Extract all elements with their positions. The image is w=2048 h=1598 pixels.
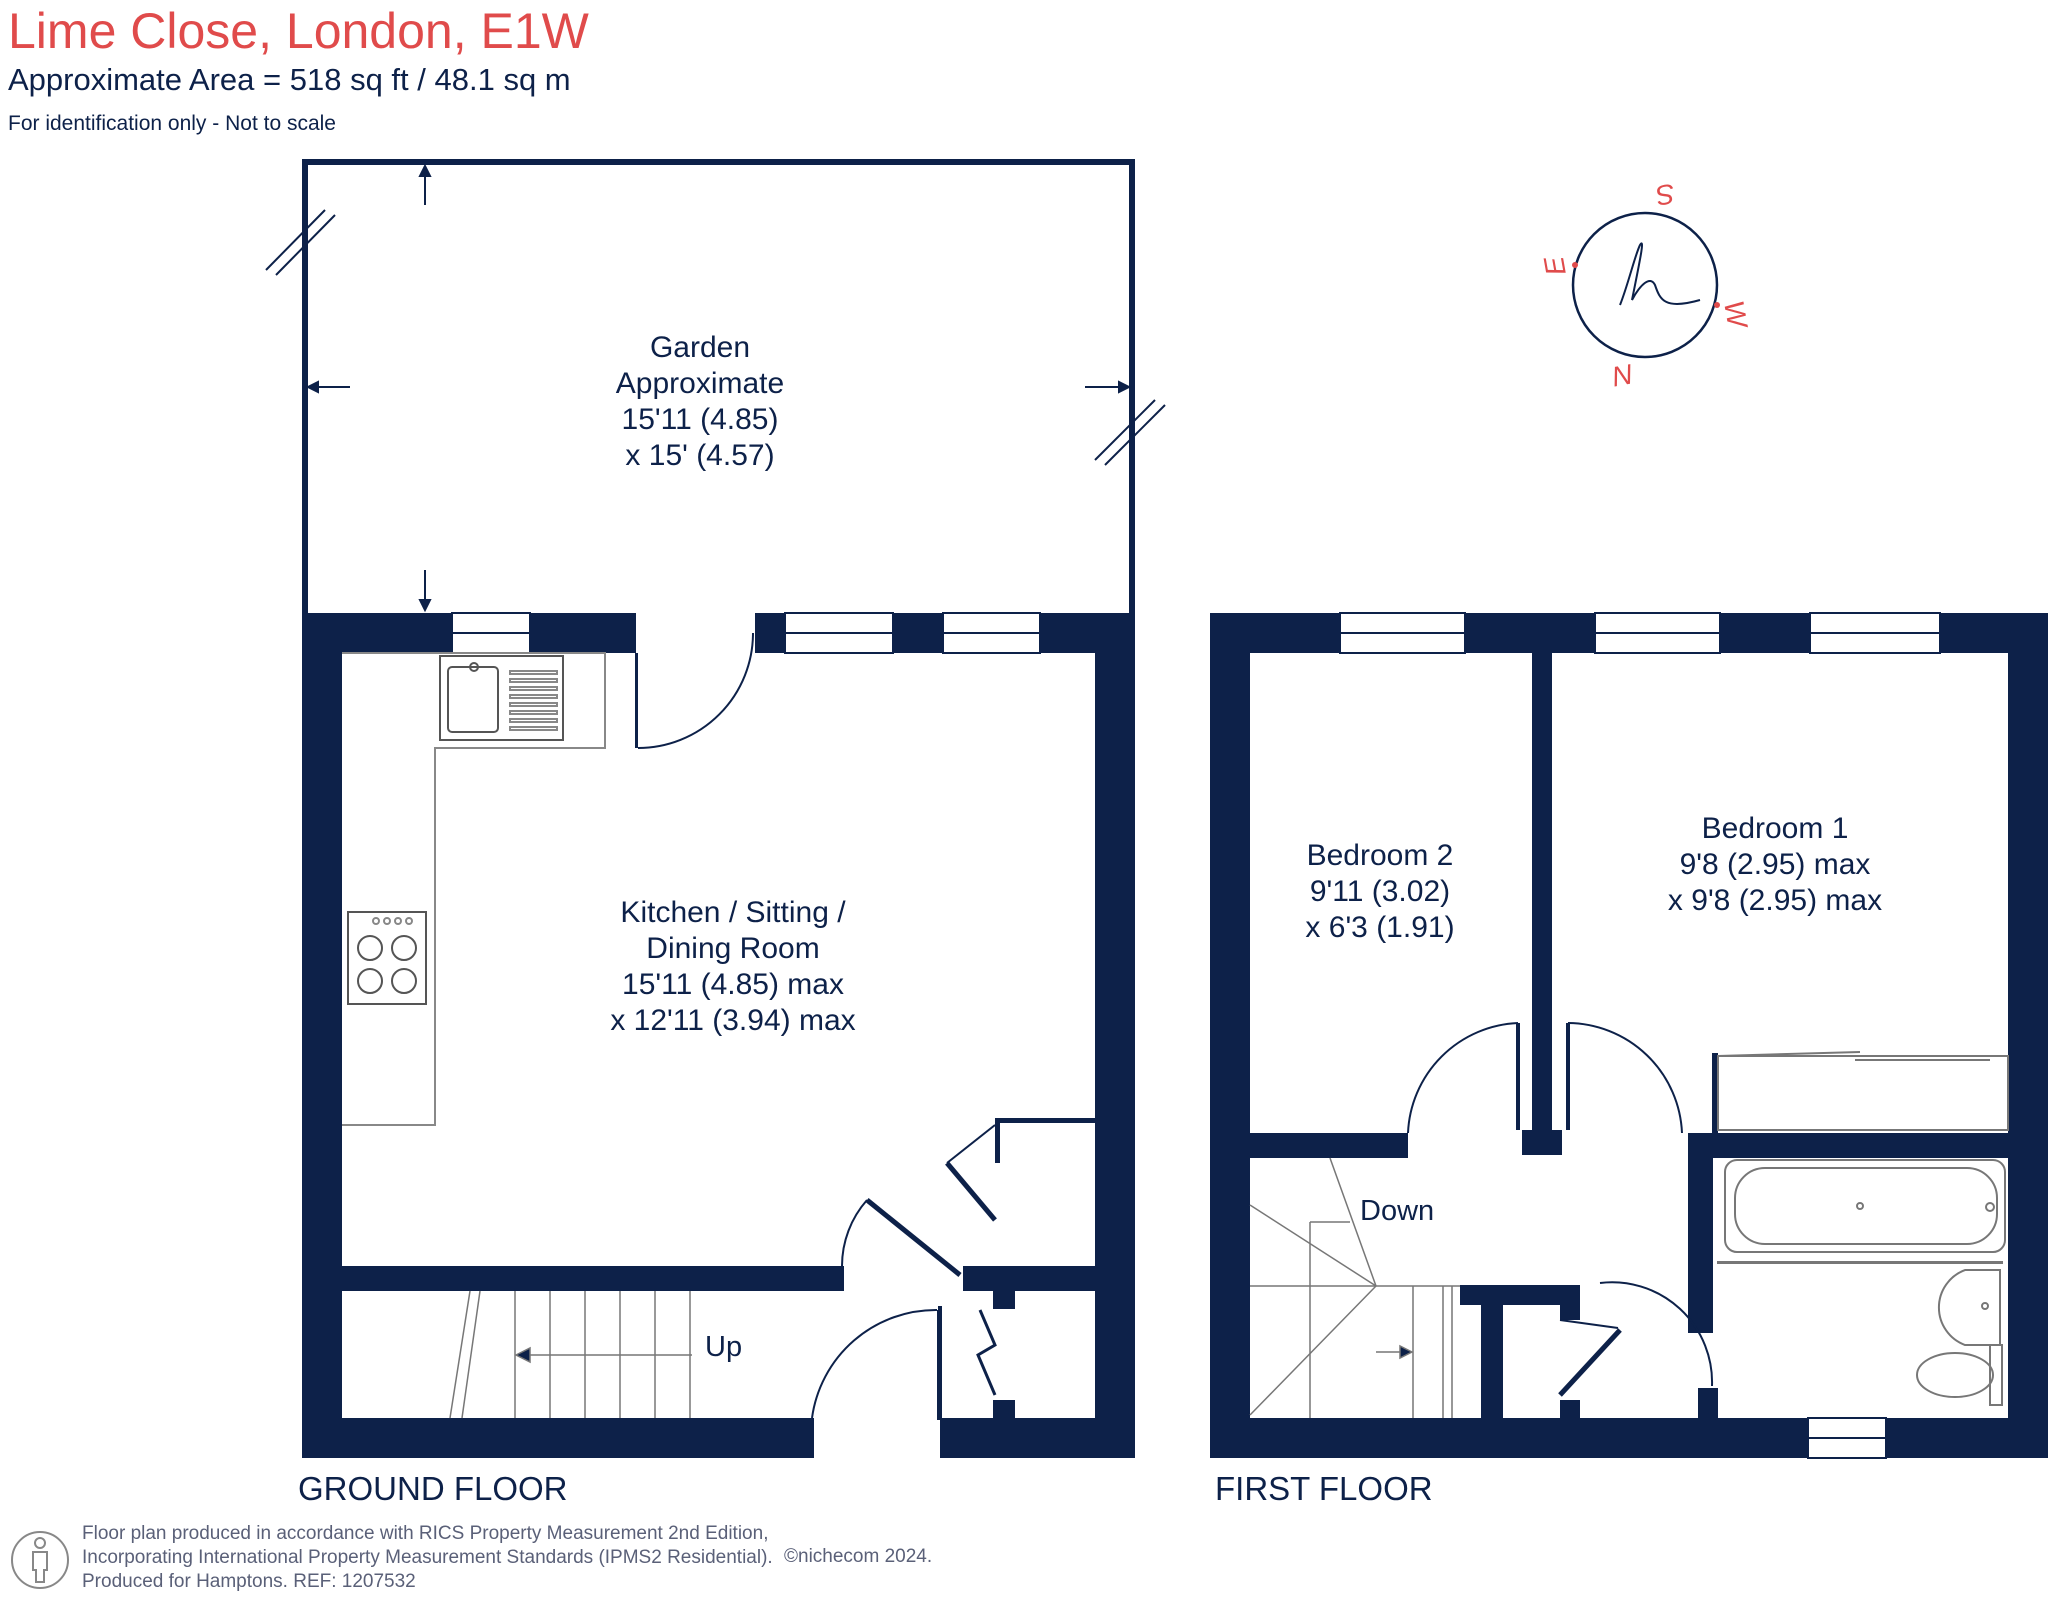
person-scale-icon xyxy=(11,1531,69,1589)
room-name: Garden xyxy=(649,331,751,364)
room-dimension: 9'8 (2.95) max xyxy=(1679,848,1871,881)
first-floor-title: FIRST FLOOR xyxy=(1215,1470,1433,1507)
ground-floor-title: GROUND FLOOR xyxy=(298,1470,568,1507)
bathroom-fixtures xyxy=(1717,1051,2009,1406)
disclaimer-note: For identification only - Not to scale xyxy=(8,112,336,135)
compass-west: W xyxy=(1718,298,1754,330)
stairs-up-label: Up xyxy=(705,1331,743,1363)
walls xyxy=(302,613,2048,1458)
compass-logo xyxy=(1571,211,1720,359)
room-dimension: x 15' (4.57) xyxy=(625,439,775,472)
garden-label: Garden Approximate 15'11 (4.85) x 15' (4… xyxy=(616,330,784,474)
kitchen-fixtures xyxy=(342,652,606,1126)
room-note: Approximate xyxy=(615,367,785,400)
approximate-area: Approximate Area = 518 sq ft / 48.1 sq m xyxy=(8,62,571,97)
room-dimension: 15'11 (4.85) xyxy=(621,403,779,436)
room-dimension: 9'11 (3.02) xyxy=(1309,875,1451,908)
footer-line-2: Incorporating International Property Mea… xyxy=(82,1547,773,1568)
kitchen-label: Kitchen / Sitting / Dining Room 15'11 (4… xyxy=(610,895,855,1039)
stairs-down-label: Down xyxy=(1360,1195,1435,1227)
room-name: Bedroom 1 xyxy=(1701,812,1849,845)
room-name: Dining Room xyxy=(646,932,820,965)
footer-line-3: Produced for Hamptons. REF: 1207532 xyxy=(82,1571,416,1592)
door-swings xyxy=(637,632,1714,1419)
room-dimension: x 12'11 (3.94) max xyxy=(610,1004,856,1037)
room-dimension: 15'11 (4.85) max xyxy=(622,968,844,1001)
footer-text: Floor plan produced in accordance with R… xyxy=(82,1522,773,1594)
windows xyxy=(451,612,1941,1459)
room-dimension: x 9'8 (2.95) max xyxy=(1667,884,1883,917)
copyright: ©nichecom 2024. xyxy=(784,1546,933,1567)
bedroom-2-label: Bedroom 2 9'11 (3.02) x 6'3 (1.91) xyxy=(1305,838,1454,946)
room-dimension: x 6'3 (1.91) xyxy=(1305,911,1455,944)
page-title: Lime Close, London, E1W xyxy=(8,3,589,59)
garden-dimension-arrows xyxy=(265,163,1166,613)
bedroom-1-label: Bedroom 1 9'8 (2.95) max x 9'8 (2.95) ma… xyxy=(1668,811,1882,919)
stairs xyxy=(449,1157,1460,1419)
garden-outline xyxy=(302,159,1135,613)
room-name: Kitchen / Sitting / xyxy=(620,896,846,929)
room-name: Bedroom 2 xyxy=(1306,839,1454,872)
footer-line-1: Floor plan produced in accordance with R… xyxy=(82,1523,769,1544)
